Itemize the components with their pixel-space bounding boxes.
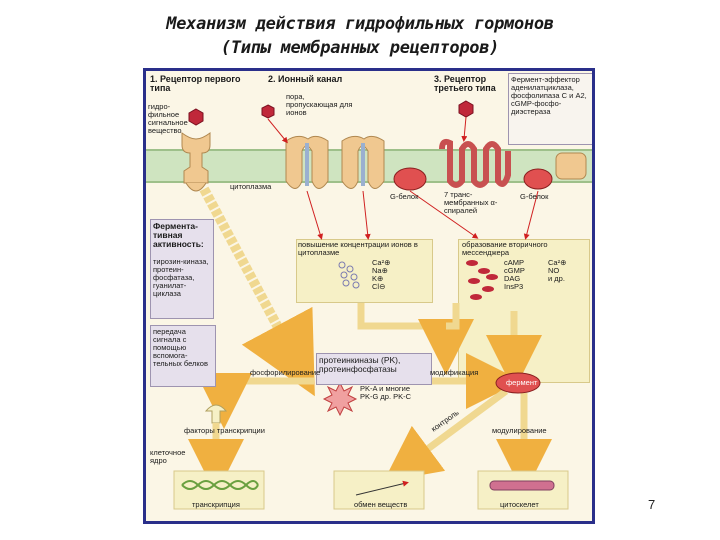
g-protein-icon-2 — [523, 168, 553, 190]
enzyme-activity-body: тирозин-киназа, протеин-фосфатаза, гуани… — [153, 257, 209, 298]
metabolism-label: обмен веществ — [354, 500, 408, 509]
modification-label: модификация — [430, 368, 479, 377]
cytoskeleton-label: цитоскелет — [500, 500, 539, 509]
signal-transfer-label: передача сигнала с помощью вспомога-тель… — [150, 325, 216, 387]
ion-na: Na⊕ — [372, 265, 388, 275]
protein-kinases-label: протеинкиназы (PK), протеинфосфатазы — [316, 353, 432, 385]
cytoplasm-label: цитоплазма — [230, 182, 272, 191]
ion-channel-2 — [341, 135, 385, 189]
enzyme-activity-title: Фермента-тивная активность: — [153, 221, 204, 249]
hormone-icon-3 — [458, 100, 474, 118]
ion-increase-label: повышение концентрации ионов в цитоплазм… — [298, 240, 418, 257]
ion-cl: Cl⊖ — [372, 281, 386, 291]
receptor3-label: 3. Рецептор третьего типа — [434, 74, 508, 94]
receptor3-text: Рецептор третьего типа — [434, 74, 496, 94]
effector-enzyme-icon — [555, 152, 587, 180]
messenger-cgmp: cGMP — [504, 265, 525, 275]
seven-tm-receptor — [439, 138, 511, 188]
receptor1-label: 1. Рецептор первого типа — [150, 74, 250, 94]
receptor2-number: 2. — [268, 74, 276, 84]
metabolism-box — [333, 470, 425, 510]
hormone-label: гидро-фильное сигнальное вещество — [148, 102, 188, 135]
messenger-ins: InsP3 — [504, 281, 524, 291]
receptor2-text: Ионный канал — [278, 74, 343, 84]
diagram-graphics — [173, 100, 587, 510]
nucleus-label: клеточное ядро — [150, 448, 186, 465]
ion-list: Ca²⊕ Na⊕ K⊕ Cl⊖ — [372, 259, 390, 291]
page-subtitle: (Типы мембранных рецепторов) — [220, 38, 500, 58]
ion-ca: Ca²⊕ — [372, 258, 391, 267]
protein-kinase-icon — [322, 381, 358, 417]
receptor-type1 — [181, 132, 211, 192]
messenger-camp: cAMP — [504, 258, 525, 267]
pk-list: PK-A и многие PK-G др. PK-C — [360, 384, 412, 401]
pore-label: пора, пропускающая для ионов — [286, 92, 353, 117]
g-protein-label-right: G-белок — [520, 192, 549, 201]
enzyme-label: фермент — [506, 378, 538, 387]
messenger-dag: DAG — [504, 273, 521, 283]
messenger-no: NO — [548, 265, 560, 275]
hormone-icon-2 — [261, 104, 275, 119]
messenger-dots — [466, 260, 498, 300]
effector-label: Фермент-эффектор аденилатциклаза, фосфол… — [508, 73, 592, 145]
messenger-ca: Ca²⊕ — [548, 258, 567, 267]
receptor1-number: 1. — [150, 74, 158, 84]
phosphorylation-label: фосфорилирование — [250, 368, 321, 377]
diagram-frame: 1. Рецептор первого типа 2. Ионный канал… — [143, 68, 595, 524]
receptor3-number: 3. — [434, 74, 442, 84]
receptor1-text: Рецептор первого типа — [150, 74, 241, 94]
hormone-icon-1 — [188, 108, 204, 126]
messenger-list-2: Ca²⊕ NO и др. — [548, 259, 566, 283]
ion-channel-1 — [285, 135, 329, 189]
ion-bubbles — [338, 261, 360, 289]
transcription-factor-icon — [204, 404, 228, 424]
messenger-list-1: cAMP cGMP DAG InsP3 — [504, 259, 525, 291]
transcription-label: транскрипция — [192, 500, 240, 509]
g-protein-label-left: G-белок — [390, 192, 419, 201]
ion-panel — [296, 239, 433, 303]
messenger-etc: и др. — [548, 273, 565, 283]
page-title: Механизм действия гидрофильных гормонов — [166, 14, 554, 34]
g-protein-icon-1 — [393, 167, 427, 191]
second-messenger-label: образование вторичного мессенджера — [462, 240, 548, 257]
page-number: 7 — [648, 497, 656, 512]
signal-transfer-arrow — [199, 186, 315, 397]
modulation-label: модулирование — [492, 426, 547, 435]
transcription-factors-label: факторы транскрипции — [184, 426, 265, 435]
ion-k: K⊕ — [372, 273, 384, 283]
receptor2-label: 2. Ионный канал — [268, 74, 358, 84]
enzyme-activity-box: Фермента-тивная активность: тирозин-кина… — [150, 219, 214, 319]
seven-tm-label: 7 транс-мембранных α-спиралей — [444, 190, 498, 215]
enzyme-icon — [495, 372, 541, 394]
